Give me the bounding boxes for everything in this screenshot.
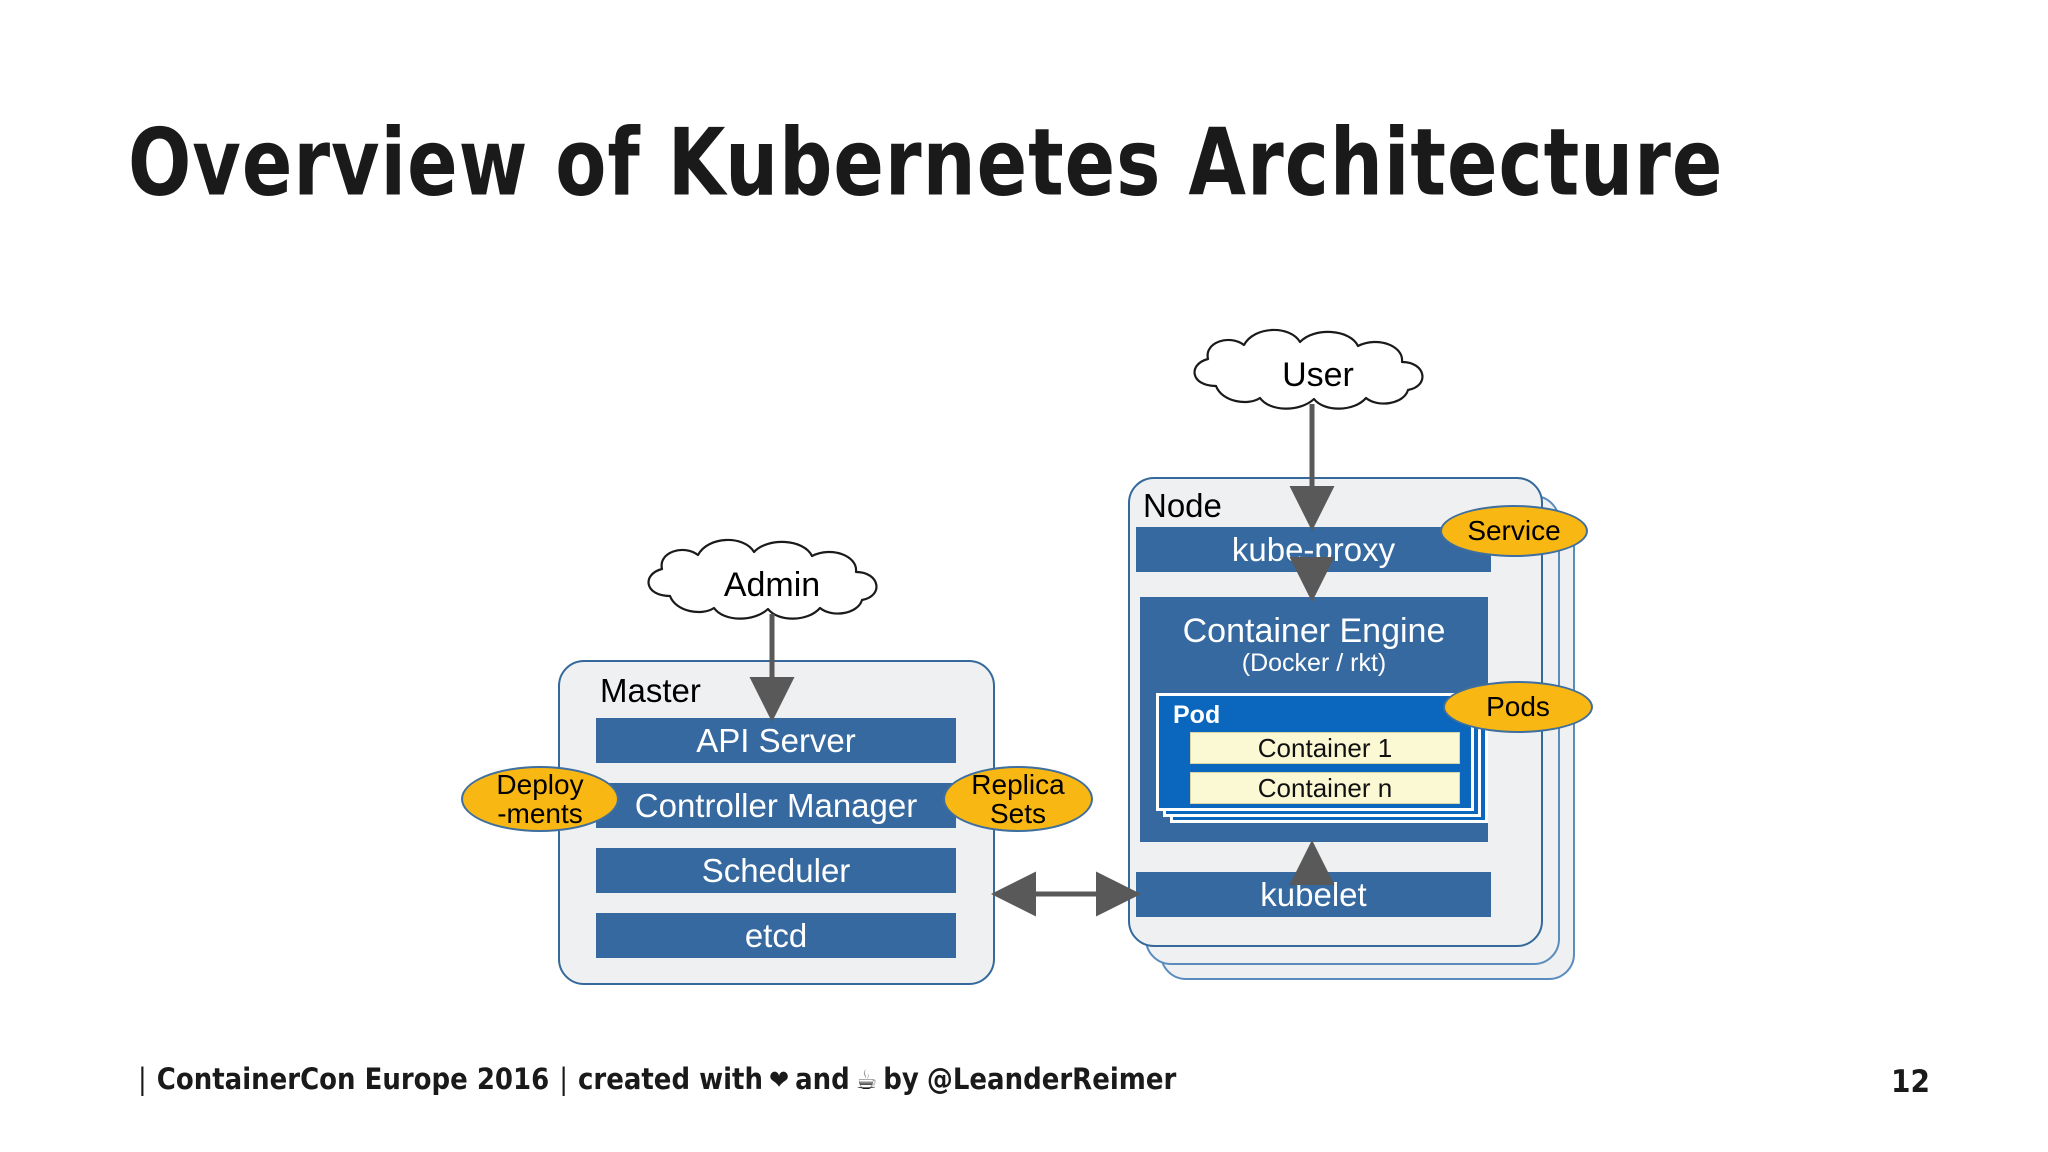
master-component-label: etcd [744,916,808,954]
master-component-label: API Server [696,721,856,759]
cloud-admin-shape [647,538,878,620]
pod-label: Pod [1173,701,1221,729]
master-component-scheduler: Scheduler [596,848,956,893]
page-title: Overview of Kubernetes Architecture [128,108,1724,217]
footer-leading-bar: | [138,1063,147,1097]
container-label: Container n [1257,772,1393,803]
node-component-kubelet: kubelet [1136,872,1491,917]
node-component-label: kube-proxy [1231,530,1396,568]
footer-event: ContainerCon Europe 2016 [156,1063,550,1097]
footer-author: @LeanderReimer [926,1063,1177,1097]
callout-service: Service [1440,505,1588,557]
node-component-label: kubelet [1260,875,1367,913]
callout-line-1: Replica [971,768,1065,800]
master-component-etcd: etcd [596,913,956,958]
cloud-user-label: User [1282,356,1354,394]
footer-by: by [883,1063,919,1097]
pod-container-n: Container n [1190,772,1460,804]
callout-line-2: Sets [989,798,1047,829]
master-panel-title: Master [600,672,701,709]
coffee-icon: ☕ [855,1064,878,1096]
cloud-user-shape [1193,328,1424,410]
cloud-user: User [1178,328,1458,418]
footer-and: and [795,1063,850,1097]
footer-separator-bar: | [559,1063,568,1097]
heart-icon: ❤ [768,1064,790,1096]
page-number: 12 [1891,1063,1930,1100]
callout-pods: Pods [1443,681,1593,733]
master-component-controller-manager: Controller Manager [596,783,956,828]
container-engine-sublabel: (Docker / rkt) [1241,648,1387,677]
callout-line-2: -ments [497,798,583,829]
node-panel-title: Node [1143,487,1222,524]
callout-line-1: Pods [1486,691,1550,723]
callout-deployments: Deploy -ments [461,766,619,832]
callout-line-1: Service [1467,515,1561,547]
cloud-admin: Admin [632,538,912,628]
footer: | ContainerCon Europe 2016 | created wit… [128,1063,1176,1097]
master-component-label: Scheduler [701,851,851,889]
container-engine-label: Container Engine [1182,612,1446,650]
container-label: Container 1 [1257,732,1393,763]
cloud-admin-label: Admin [723,566,821,604]
master-component-api-server: API Server [596,718,956,763]
footer-created-with: created with [577,1063,763,1097]
pod-container-1: Container 1 [1190,732,1460,764]
node-component-kube-proxy: kube-proxy [1136,527,1491,572]
master-component-label: Controller Manager [634,786,918,824]
callout-line-1: Deploy [496,768,584,800]
callout-replica-sets: Replica Sets [943,766,1093,832]
